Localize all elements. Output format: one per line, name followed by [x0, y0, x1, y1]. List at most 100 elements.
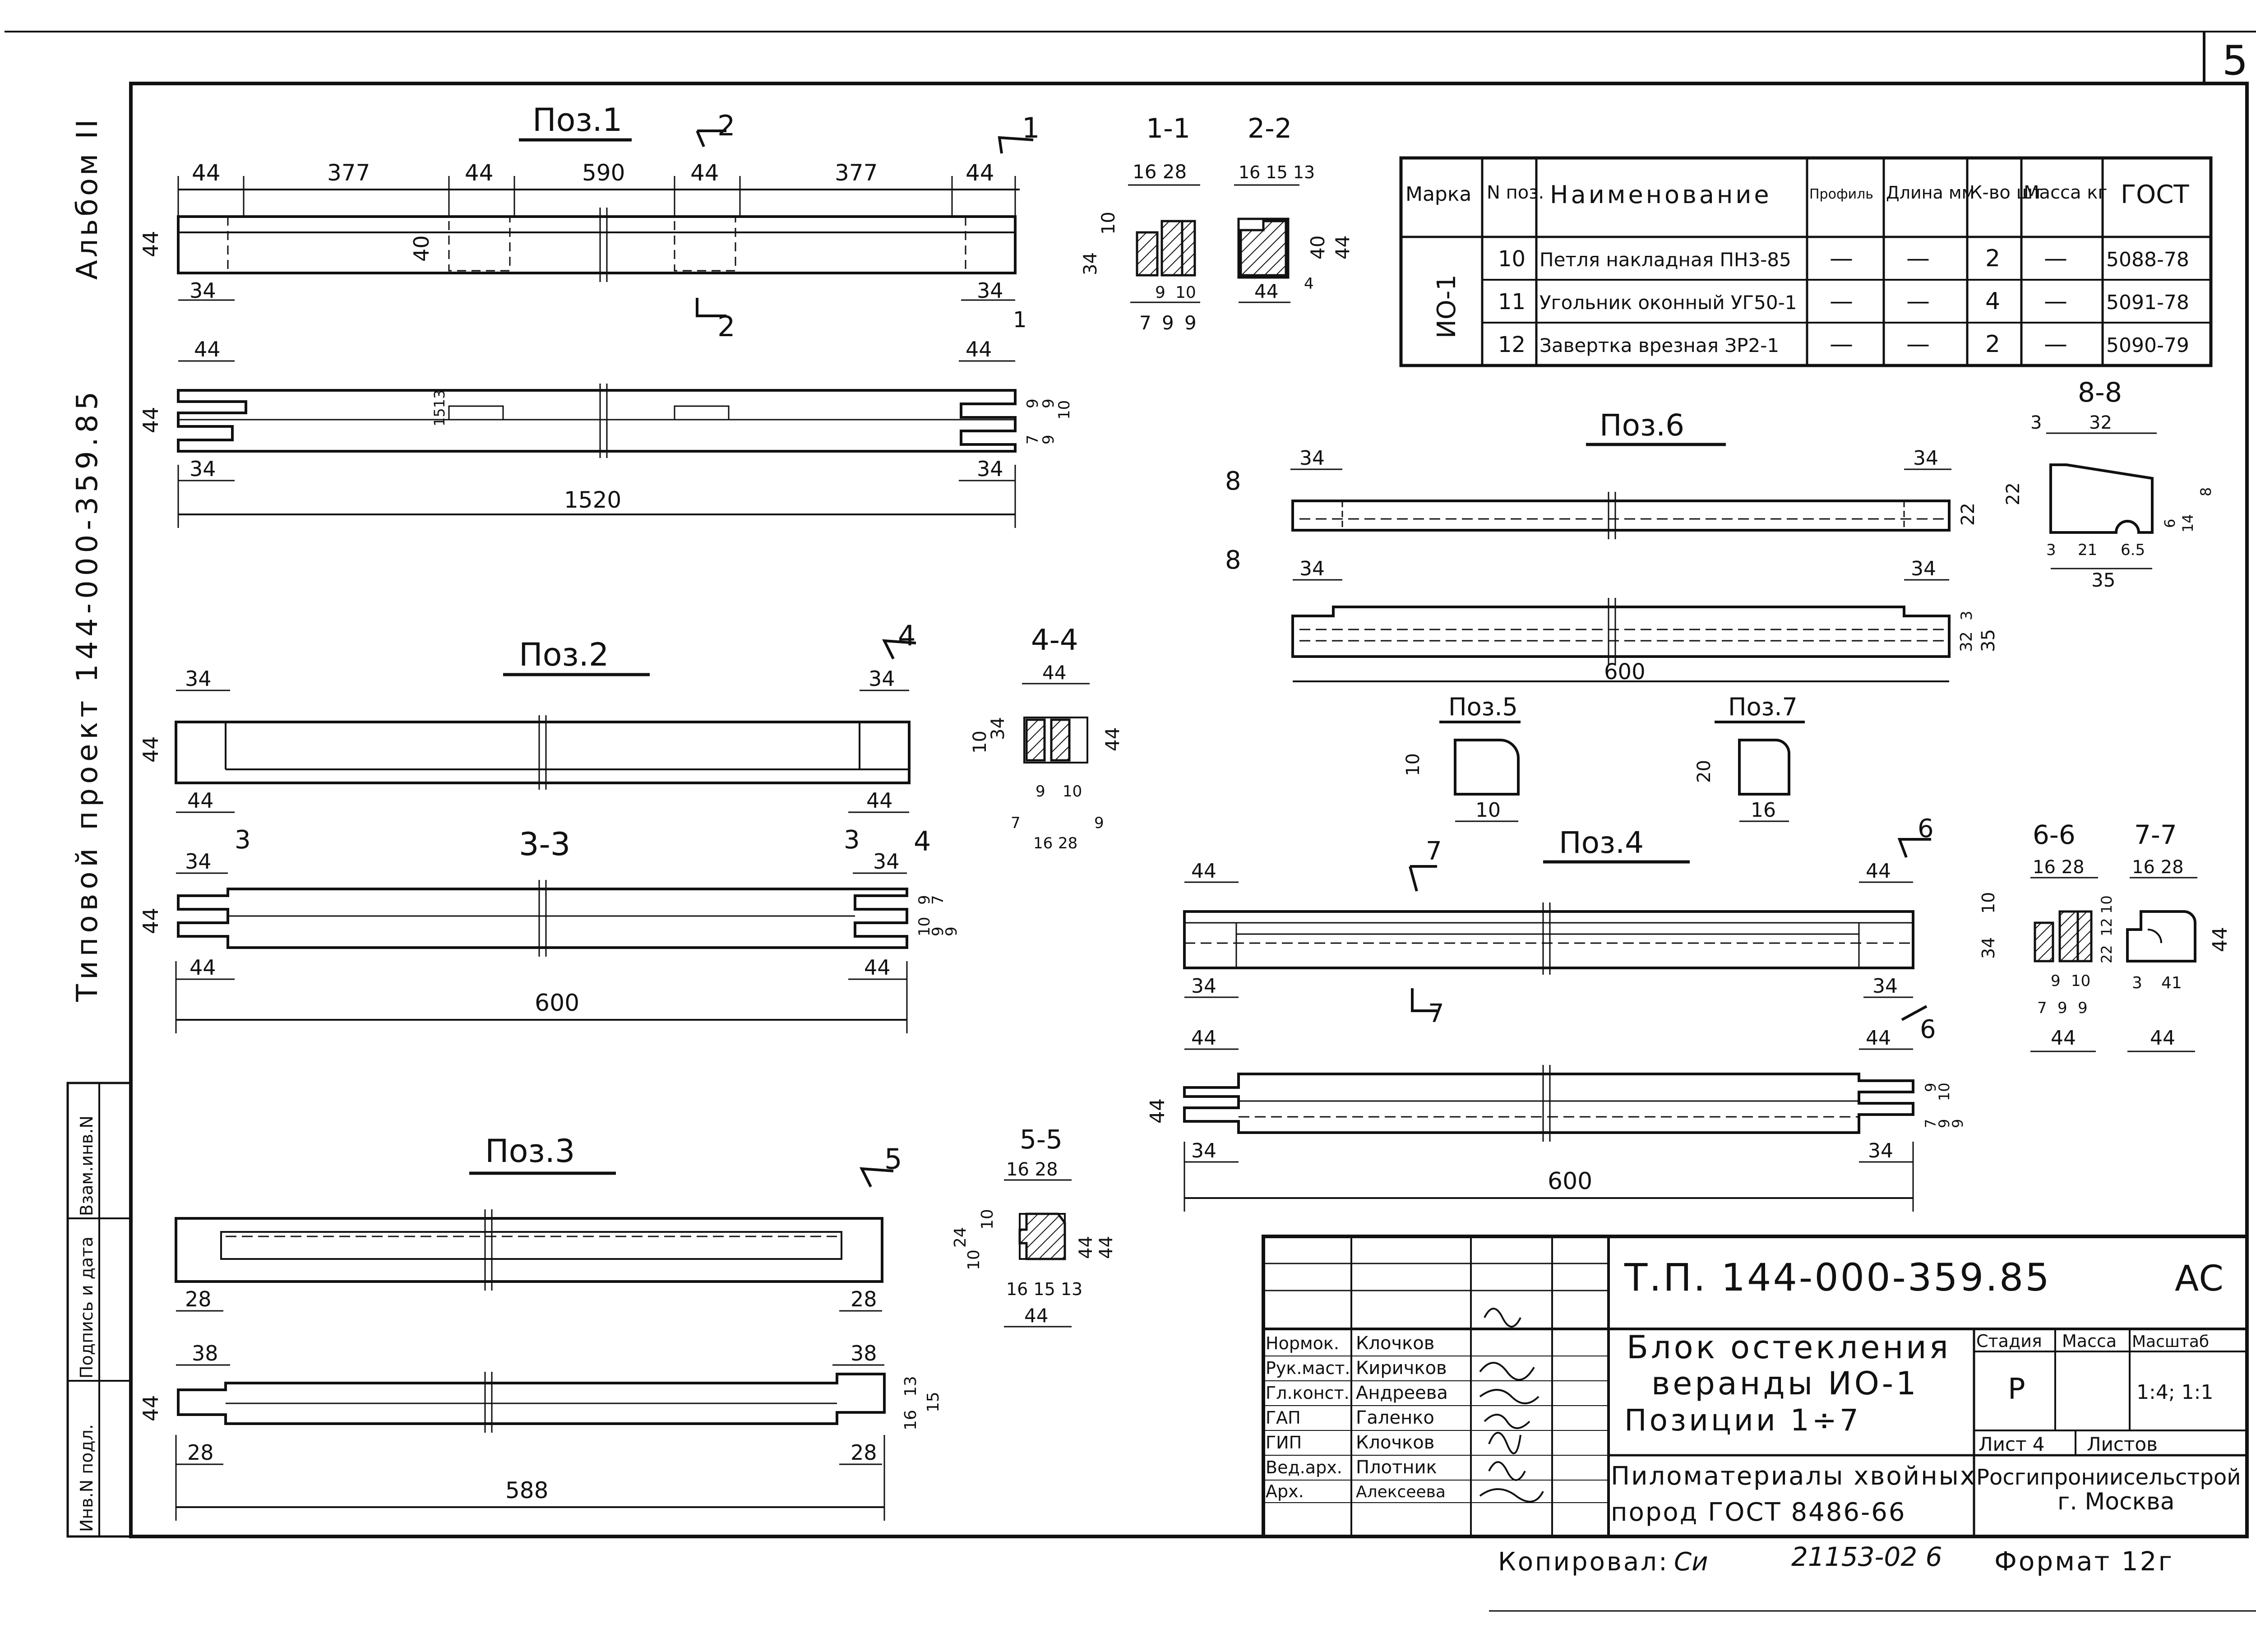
svg-text:4: 4: [1304, 275, 1314, 293]
svg-text:34: 34: [1299, 557, 1325, 580]
svg-text:34: 34: [1911, 557, 1936, 580]
section-3-3: 3-3 34 34 44 9 7 10 9 9 44 44 600: [139, 826, 961, 1033]
svg-text:Р: Р: [2008, 1373, 2025, 1406]
svg-text:—: —: [2044, 245, 2067, 272]
svg-text:—: —: [1906, 288, 1930, 315]
svg-text:32: 32: [1957, 631, 1976, 652]
svg-text:—: —: [1906, 331, 1930, 358]
svg-text:9: 9: [1949, 1119, 1966, 1128]
svg-text:3: 3: [2046, 541, 2056, 559]
svg-text:9: 9: [929, 926, 947, 936]
svg-text:Угольник оконный УГ50-1: Угольник оконный УГ50-1: [1539, 292, 1797, 314]
svg-text:7: 7: [2037, 999, 2047, 1017]
pos6-drawing: Поз.6 8 8 34 34 22 34 34 3 32 35 600: [1225, 408, 1999, 685]
album-label: Альбом II: [71, 117, 104, 280]
drawing-ac: АС: [2175, 1259, 2224, 1299]
pos3-title: Поз.3: [485, 1133, 575, 1170]
svg-text:24: 24: [951, 1227, 970, 1248]
svg-text:44: 44: [139, 231, 163, 257]
side-labels: Альбом II Типовой проект 144-000-359.85: [71, 117, 104, 1002]
pos1-title: Поз.1: [532, 102, 622, 139]
stamp-field-1: Инв.N подл.: [77, 1424, 97, 1532]
header-qty: К-во шт: [1969, 182, 2043, 203]
pos2-title: Поз.2: [519, 636, 609, 673]
stamp-field-2: Подпись и дата: [77, 1236, 97, 1379]
svg-text:10: 10: [970, 731, 990, 754]
svg-text:5-5: 5-5: [1020, 1124, 1063, 1155]
person: Клочков: [1356, 1432, 1434, 1453]
section-1-1: 1-1 16 28 34 10 9 10 7 9 9: [1080, 113, 1200, 334]
svg-text:6.5: 6.5: [2121, 541, 2145, 559]
cut-mark: 2: [717, 109, 735, 142]
svg-text:40: 40: [1307, 236, 1329, 259]
svg-text:22: 22: [1958, 503, 1979, 526]
cut-mark: 8: [1225, 467, 1241, 496]
section-2-2: 2-2 16 15 13 40 44 4 44: [1234, 113, 1354, 303]
svg-text:38: 38: [851, 1341, 877, 1365]
svg-text:10: 10: [1175, 283, 1196, 302]
cut-mark: 8: [1225, 546, 1241, 575]
svg-text:28: 28: [851, 1440, 877, 1465]
title-line: Блок остекления: [1627, 1329, 1951, 1366]
svg-text:34: 34: [1299, 447, 1325, 470]
svg-text:35: 35: [2091, 569, 2115, 591]
svg-text:34: 34: [1913, 447, 1938, 470]
svg-text:9: 9: [943, 926, 961, 936]
svg-text:7-7: 7-7: [2134, 819, 2177, 850]
svg-text:590: 590: [582, 160, 625, 186]
role: Вед.арх.: [1266, 1458, 1342, 1477]
table-row: 12 Завертка врезная ЗР2-1 — — 2 — 5090-7…: [1498, 331, 2189, 358]
svg-text:44: 44: [1146, 1098, 1169, 1124]
svg-text:16 28: 16 28: [2132, 857, 2184, 878]
svg-text:34: 34: [977, 457, 1003, 481]
svg-text:10: 10: [1498, 246, 1526, 272]
svg-text:34: 34: [185, 666, 212, 691]
svg-text:44: 44: [1024, 1305, 1048, 1327]
svg-text:8: 8: [2197, 487, 2214, 496]
svg-text:44: 44: [139, 407, 163, 433]
svg-text:12: 12: [1498, 332, 1526, 357]
svg-text:44: 44: [1254, 280, 1278, 302]
title-block: Нормок. Рук.маст. Гл.конст. ГАП ГИП Вед.…: [1262, 1235, 2249, 1538]
svg-text:10: 10: [915, 917, 934, 936]
svg-text:10: 10: [2098, 895, 2115, 914]
svg-text:34: 34: [988, 717, 1008, 740]
material-line: Пиломатериалы хвойных: [1611, 1462, 1976, 1491]
role: Гл.конст.: [1266, 1383, 1350, 1403]
svg-text:16: 16: [1033, 834, 1053, 852]
svg-text:44: 44: [2051, 1027, 2076, 1050]
svg-text:7: 7: [1024, 435, 1042, 444]
svg-text:9: 9: [1094, 814, 1104, 832]
svg-text:34: 34: [869, 666, 895, 691]
svg-text:34: 34: [190, 278, 216, 303]
role: Арх.: [1266, 1481, 1304, 1501]
svg-text:3-3: 3-3: [519, 826, 570, 863]
svg-text:Си: Си: [1674, 1547, 1708, 1577]
table-mark: ИО-1: [1432, 274, 1461, 338]
svg-text:—: —: [1830, 331, 1853, 358]
svg-text:28: 28: [185, 1287, 212, 1311]
section-6-6: 6-6 16 28 34 10 9 10 7 9 9 44: [1979, 819, 2098, 1052]
svg-text:34: 34: [873, 849, 900, 874]
svg-text:9: 9: [1184, 312, 1197, 334]
drawing-code: Т.П. 144-000-359.85: [1624, 1255, 2051, 1300]
svg-text:34: 34: [977, 278, 1003, 303]
svg-text:44: 44: [966, 160, 994, 186]
svg-text:38: 38: [192, 1341, 218, 1365]
svg-text:4-4: 4-4: [1031, 624, 1078, 657]
svg-text:44: 44: [1191, 1027, 1216, 1050]
svg-text:14: 14: [2179, 514, 2196, 532]
svg-text:7: 7: [1139, 312, 1151, 334]
svg-text:16: 16: [901, 1410, 920, 1430]
svg-text:44: 44: [1191, 860, 1216, 883]
svg-text:34: 34: [1979, 937, 1998, 959]
pos3-drawing: Поз.3 5 28 28 38 38 44 13 16 15 28 28 58…: [139, 1133, 943, 1521]
svg-text:Масса: Масса: [2062, 1331, 2117, 1351]
svg-text:Копировал:: Копировал:: [1498, 1547, 1669, 1577]
svg-text:34: 34: [1868, 1139, 1893, 1162]
svg-text:44: 44: [1866, 860, 1891, 883]
pos1-drawing: Поз.1 44 377 44 590 44 377 44 44 40 34 3…: [139, 102, 1073, 528]
table-row: 10 Петля накладная ПН3-85 — — 2 — 5088-7…: [1498, 245, 2189, 272]
person: Клочков: [1356, 1333, 1434, 1354]
section-7-7: 7-7 16 28 22 12 10 44 3 41 44: [2098, 819, 2232, 1052]
